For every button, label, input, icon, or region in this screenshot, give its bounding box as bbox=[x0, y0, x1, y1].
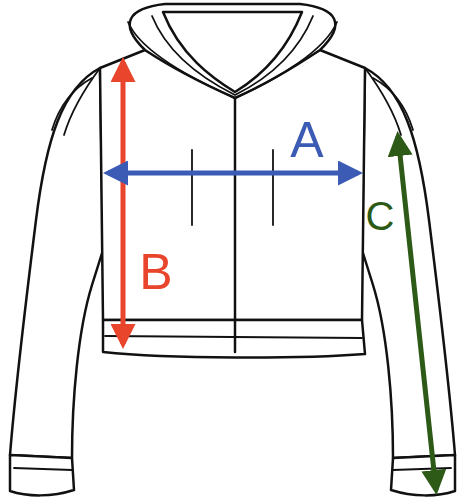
measure-arrows bbox=[108, 62, 436, 490]
measure-letter: C bbox=[366, 196, 395, 236]
hood-opening bbox=[163, 12, 302, 92]
left-sleeve bbox=[10, 68, 103, 458]
left-cuff bbox=[10, 455, 74, 495]
hood bbox=[130, 4, 336, 98]
right-cuff bbox=[391, 455, 455, 495]
hoodie-outline bbox=[10, 4, 455, 495]
right-sleeve bbox=[362, 68, 455, 458]
hoodie-seams bbox=[14, 16, 451, 470]
chest-arrow bbox=[108, 171, 358, 176]
height-arrow bbox=[121, 62, 126, 344]
sleeve-arrow bbox=[398, 136, 436, 490]
measure-letter: A bbox=[290, 115, 323, 165]
measure-letter: B bbox=[139, 247, 172, 297]
